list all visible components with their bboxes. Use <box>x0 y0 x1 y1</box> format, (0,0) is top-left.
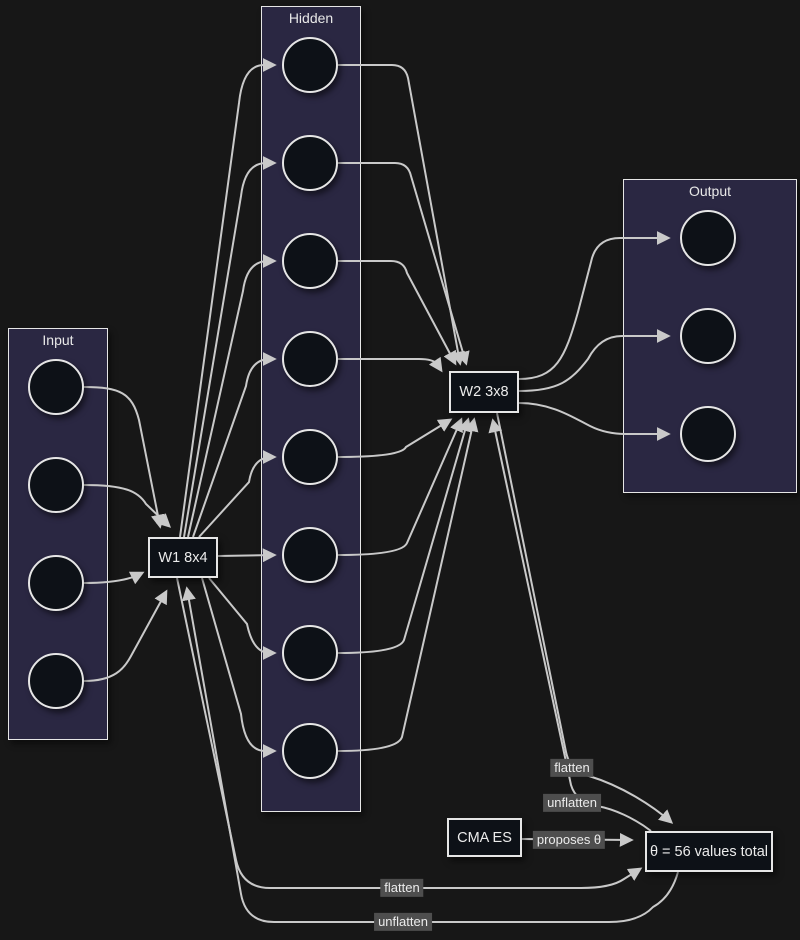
edge-label-flatten-bottom: flatten <box>380 878 424 898</box>
cma-es-box: CMA ES <box>447 818 522 857</box>
edge-w1-h6 <box>217 548 277 563</box>
cma-es-label: CMA ES <box>457 829 512 846</box>
edge-w1-h8 <box>201 577 277 758</box>
hidden-node-5 <box>282 429 338 485</box>
edge-w2-out1 <box>518 231 671 380</box>
hidden-node-8 <box>282 723 338 779</box>
edge-w1-theta-flatten <box>176 577 643 889</box>
hidden-node-2 <box>282 135 338 191</box>
edge-label-unflatten-top: unflatten <box>543 793 601 813</box>
w1-box: W1 8x4 <box>148 537 218 578</box>
input-node-4 <box>28 653 84 709</box>
input-node-2 <box>28 457 84 513</box>
input-node-1 <box>28 359 84 415</box>
edge-label-flatten-top: flatten <box>550 758 594 778</box>
input-layer-label: Input <box>42 332 74 348</box>
edge-w1-h4 <box>192 352 277 538</box>
theta-label: θ = 56 values total <box>649 843 769 860</box>
w1-label: W1 8x4 <box>158 549 208 566</box>
w2-box: W2 3x8 <box>449 371 519 413</box>
hidden-node-3 <box>282 233 338 289</box>
theta-box: θ = 56 values total <box>645 831 773 872</box>
hidden-node-1 <box>282 37 338 93</box>
output-node-1 <box>680 210 736 266</box>
hidden-layer-label: Hidden <box>288 10 334 26</box>
edge-theta-w1-unflatten <box>182 586 679 923</box>
edge-h4-w2 <box>338 356 443 373</box>
edge-h7-w2 <box>337 417 472 654</box>
w2-label: W2 3x8 <box>459 384 509 400</box>
output-node-3 <box>680 406 736 462</box>
hidden-node-4 <box>282 331 338 387</box>
edge-label-unflatten-bottom: unflatten <box>374 912 432 932</box>
edge-w2-out2 <box>518 329 671 392</box>
edge-h5-w2 <box>337 418 453 458</box>
edge-h1-w2 <box>338 64 465 366</box>
hidden-node-6 <box>282 527 338 583</box>
edge-h2-w2 <box>338 162 470 366</box>
input-node-3 <box>28 555 84 611</box>
edge-w1-h1 <box>179 58 277 538</box>
output-layer-label: Output <box>688 183 732 199</box>
edge-w1-h3 <box>187 254 277 538</box>
edge-w2-out3 <box>518 402 671 441</box>
edge-h8-w2 <box>337 417 479 752</box>
edge-h3-w2 <box>338 260 457 366</box>
edge-input4-w1 <box>83 589 168 682</box>
hidden-node-7 <box>282 625 338 681</box>
edge-w1-h2 <box>183 156 277 538</box>
edge-input2-w1 <box>83 484 172 528</box>
edge-input1-w1 <box>83 386 165 529</box>
edge-label-proposes-theta: proposes θ <box>532 830 606 850</box>
edge-w1-h5 <box>198 450 277 538</box>
edge-h6-w2 <box>337 417 463 556</box>
output-node-2 <box>680 308 736 364</box>
edge-input3-w1 <box>83 571 145 585</box>
edge-w1-h7 <box>208 577 277 660</box>
